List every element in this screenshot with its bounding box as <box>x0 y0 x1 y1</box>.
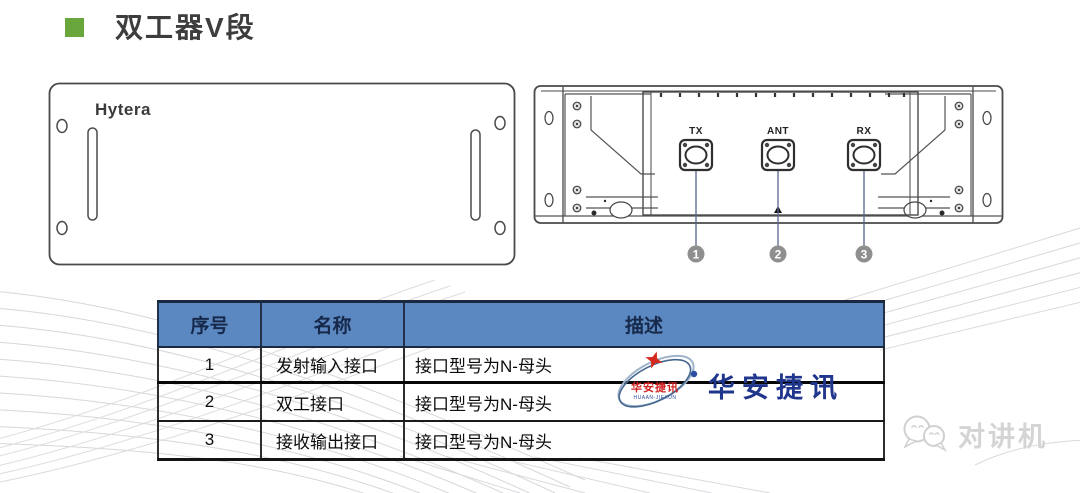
callout-circle-3 <box>855 245 873 263</box>
callout-number-2: 2 <box>775 248 782 262</box>
bracket-screws <box>572 101 964 213</box>
brand-logo-text: Hytera <box>95 100 151 119</box>
cell-index: 1 <box>157 347 262 384</box>
front-panel-drawing: Hytera <box>48 82 516 266</box>
cell-name: 接收输出接口 <box>260 421 405 461</box>
page-title: 双工器V段 <box>115 12 256 43</box>
top-screw-ticks <box>659 93 906 97</box>
cell-name: 双工接口 <box>260 382 405 422</box>
title-bullet-square <box>65 18 84 37</box>
callout-circle-1 <box>687 245 705 263</box>
flange-holes <box>544 110 992 208</box>
orbit-icon: 华安捷讯 HUAAN-JIEXUN <box>617 351 698 408</box>
left-bracket <box>564 93 658 219</box>
connector-rx-label: RX <box>857 126 872 137</box>
vendor-logo-text: 华安捷讯 <box>708 372 844 403</box>
callout-number-3: 3 <box>861 248 868 262</box>
connector-tx: TX 1 <box>678 126 714 263</box>
connector-ant-label: ANT <box>767 126 789 137</box>
wechat-watermark: 对讲机 <box>900 412 1048 456</box>
right-bracket <box>878 93 972 219</box>
cell-name: 发射输入接口 <box>260 347 405 384</box>
wechat-account-name: 对讲机 <box>958 421 1048 452</box>
connector-rx: RX 3 <box>846 126 882 263</box>
logo-icon-subtext: HUAAN-JIEXUN <box>634 395 677 401</box>
column-header-index: 序号 <box>157 300 262 348</box>
slide-title-row: 双工器V段 <box>65 6 256 46</box>
screw-holes <box>56 115 506 236</box>
rear-panel-drawing: TX 1 ANT 2 RX <box>533 85 1004 263</box>
spec-table: 序号 名称 描述 1 发射输入接口 接口型号为N-母头 2 双工接口 接口型号为… <box>157 300 885 461</box>
connector-ant: ANT 2 <box>760 126 796 263</box>
callout-number-1: 1 <box>693 248 700 262</box>
star-icon <box>645 351 663 369</box>
column-header-description: 描述 <box>403 300 885 348</box>
table-row: 2 双工接口 接口型号为N-母头 <box>157 382 885 422</box>
connector-tx-label: TX <box>689 126 703 137</box>
column-header-name: 名称 <box>260 300 405 348</box>
cell-description: 接口型号为N-母头 <box>403 382 885 422</box>
table-header-row: 序号 名称 描述 <box>157 300 885 348</box>
handle-slots <box>87 127 481 221</box>
table-row: 1 发射输入接口 接口型号为N-母头 <box>157 347 885 384</box>
cell-index: 2 <box>157 382 262 422</box>
cell-description: 接口型号为N-母头 <box>403 421 885 461</box>
logo-icon-text: 华安捷讯 <box>631 380 679 394</box>
cell-index: 3 <box>157 421 262 461</box>
vendor-logo-watermark: 华安捷讯 HUAAN-JIEXUN 华安捷讯 <box>617 351 844 408</box>
chat-bubbles-icon <box>903 415 947 452</box>
callout-circle-2 <box>769 245 787 263</box>
table-row: 3 接收输出接口 接口型号为N-母头 <box>157 421 885 461</box>
